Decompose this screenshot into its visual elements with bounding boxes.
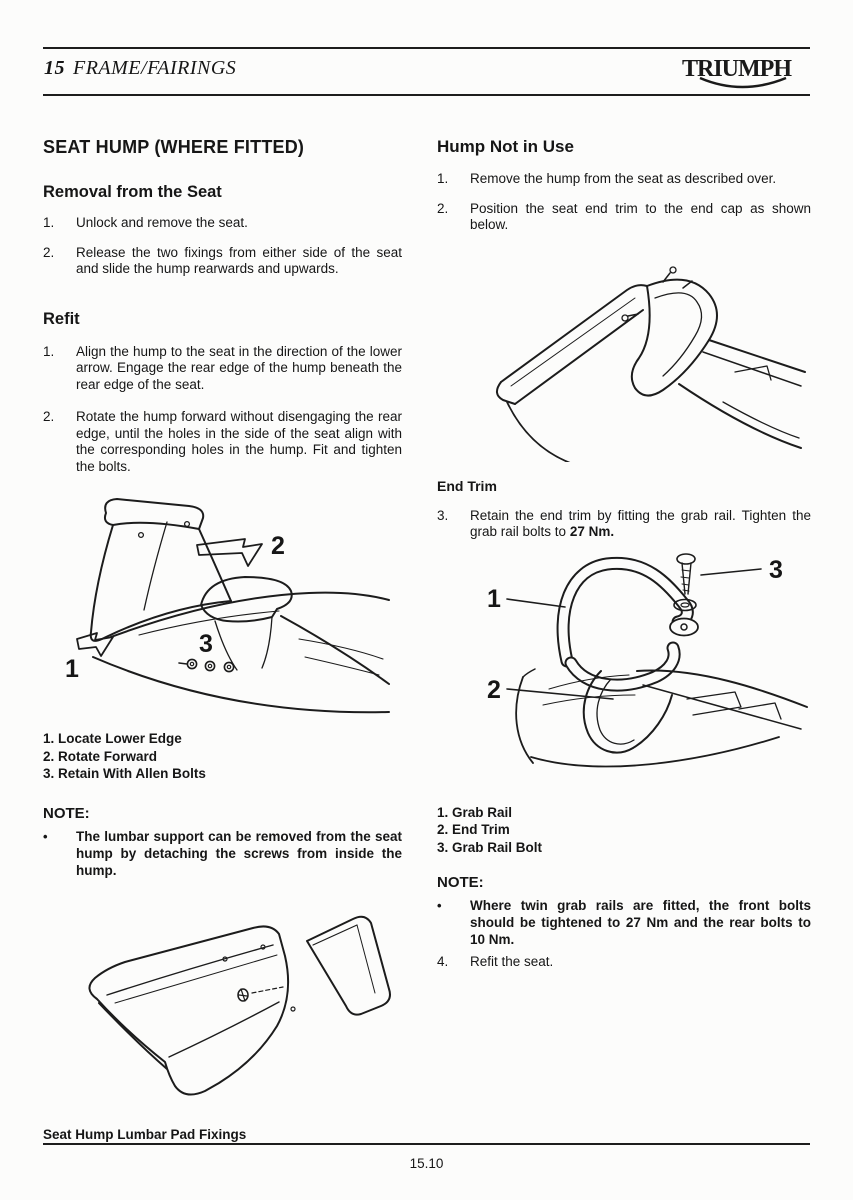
figure-label-3: 3 bbox=[199, 630, 213, 658]
figure-caption-lumbar: Seat Hump Lumbar Pad Fixings bbox=[43, 1126, 247, 1142]
caption-line: 1. Locate Lower Edge bbox=[43, 731, 182, 746]
note-text: The lumbar support can be removed from t… bbox=[76, 828, 402, 878]
figure-end-trim-position bbox=[496, 265, 806, 462]
torque-value: 27 Nm. bbox=[569, 524, 615, 539]
chapter-number: 15 bbox=[44, 57, 65, 79]
section-title-seat-hump: SEAT HUMP (WHERE FITTED) bbox=[43, 137, 305, 157]
figure-label-1: 1 bbox=[487, 585, 501, 613]
note-heading: NOTE: bbox=[437, 874, 484, 891]
caption-line: 1. Grab Rail bbox=[437, 804, 513, 820]
item-text-plain: Retain the end trim by fitting the grab … bbox=[470, 507, 811, 540]
item-text: Retain the end trim by fitting the grab … bbox=[470, 508, 811, 541]
list-item: 4. Refit the seat. bbox=[437, 954, 811, 971]
item-text: Remove the hump from the seat as describ… bbox=[470, 171, 777, 186]
caption-line: 3. Grab Rail Bolt bbox=[437, 839, 543, 855]
item-number: 1. bbox=[437, 171, 449, 186]
item-text: Position the seat end trim to the end ca… bbox=[470, 200, 811, 233]
heading-removal: Removal from the Seat bbox=[43, 183, 222, 201]
item-number: 1. bbox=[43, 343, 55, 359]
item-number: 4. bbox=[437, 954, 449, 969]
chapter-title: 15 FRAME/FAIRINGS bbox=[44, 57, 236, 80]
figure-label-2: 2 bbox=[271, 532, 285, 560]
figure-grab-rail: 1 2 3 bbox=[487, 552, 808, 767]
list-item: 1. Remove the hump from the seat as desc… bbox=[437, 171, 811, 188]
bullet-glyph: • bbox=[43, 828, 48, 844]
page-number: 15.10 bbox=[409, 1156, 444, 1171]
list-item: 1. Align the hump to the seat in the dir… bbox=[43, 344, 402, 394]
item-number: 2. bbox=[437, 200, 449, 216]
item-text: Release the two fixings from either side… bbox=[76, 244, 402, 277]
item-number: 1. bbox=[43, 215, 55, 230]
triumph-logo: TRIUMPH bbox=[682, 56, 793, 89]
section-title-hump-not-in-use: Hump Not in Use bbox=[437, 137, 574, 156]
item-number: 2. bbox=[43, 244, 55, 260]
header-bottom-rule bbox=[43, 94, 810, 96]
item-number: 3. bbox=[437, 507, 449, 523]
header-top-rule bbox=[43, 47, 810, 49]
heading-end-trim: End Trim bbox=[437, 477, 497, 494]
triumph-logo-text: TRIUMPH bbox=[682, 56, 792, 82]
list-item: 2. Rotate the hump forward without disen… bbox=[43, 409, 402, 475]
item-text: Refit the seat. bbox=[470, 954, 554, 969]
chapter-name: FRAME/FAIRINGS bbox=[73, 57, 237, 79]
figure-label-1: 1 bbox=[65, 655, 79, 683]
item-text: Rotate the hump forward without disengag… bbox=[76, 409, 402, 474]
list-item: 2. Release the two fixings from either s… bbox=[43, 245, 402, 278]
left-column: SEAT HUMP (WHERE FITTED) Removal from th… bbox=[43, 131, 402, 1142]
caption-line: 2. End Trim bbox=[437, 822, 510, 837]
figure-seat-hump-refit: 2 1 3 bbox=[65, 498, 390, 714]
figure-lumbar-pad bbox=[88, 915, 391, 1096]
list-item: 2. Position the seat end trim to the end… bbox=[437, 201, 811, 234]
caption-line: 3. Retain With Allen Bolts bbox=[43, 766, 206, 781]
list-item: 3. Retain the end trim by fitting the gr… bbox=[437, 508, 811, 541]
triumph-logo-swoosh bbox=[699, 76, 787, 89]
bullet-glyph: • bbox=[437, 898, 442, 913]
note-bullet-item: • The lumbar support can be removed from… bbox=[43, 828, 402, 879]
figure-caption-list: 1. Grab Rail 2. End Trim 3. Grab Rail Bo… bbox=[437, 804, 811, 857]
footer-rule bbox=[43, 1143, 810, 1145]
caption-line: 2. Rotate Forward bbox=[43, 748, 158, 764]
figure-label-3: 3 bbox=[769, 556, 783, 584]
list-item: 1. Unlock and remove the seat. bbox=[43, 215, 402, 232]
note-heading: NOTE: bbox=[43, 804, 90, 822]
figure-label-2: 2 bbox=[487, 676, 501, 704]
item-text: Unlock and remove the seat. bbox=[76, 215, 248, 230]
item-text: Align the hump to the seat in the direct… bbox=[76, 343, 402, 392]
heading-refit: Refit bbox=[43, 309, 80, 328]
right-column: Hump Not in Use 1. Remove the hump from … bbox=[437, 131, 811, 971]
note-text: Where twin grab rails are fitted, the fr… bbox=[470, 898, 811, 947]
item-number: 2. bbox=[43, 409, 55, 424]
figure-caption-list: 1. Locate Lower Edge 2. Rotate Forward 3… bbox=[43, 730, 402, 783]
note-bullet-item: • Where twin grab rails are fitted, the … bbox=[437, 897, 811, 948]
